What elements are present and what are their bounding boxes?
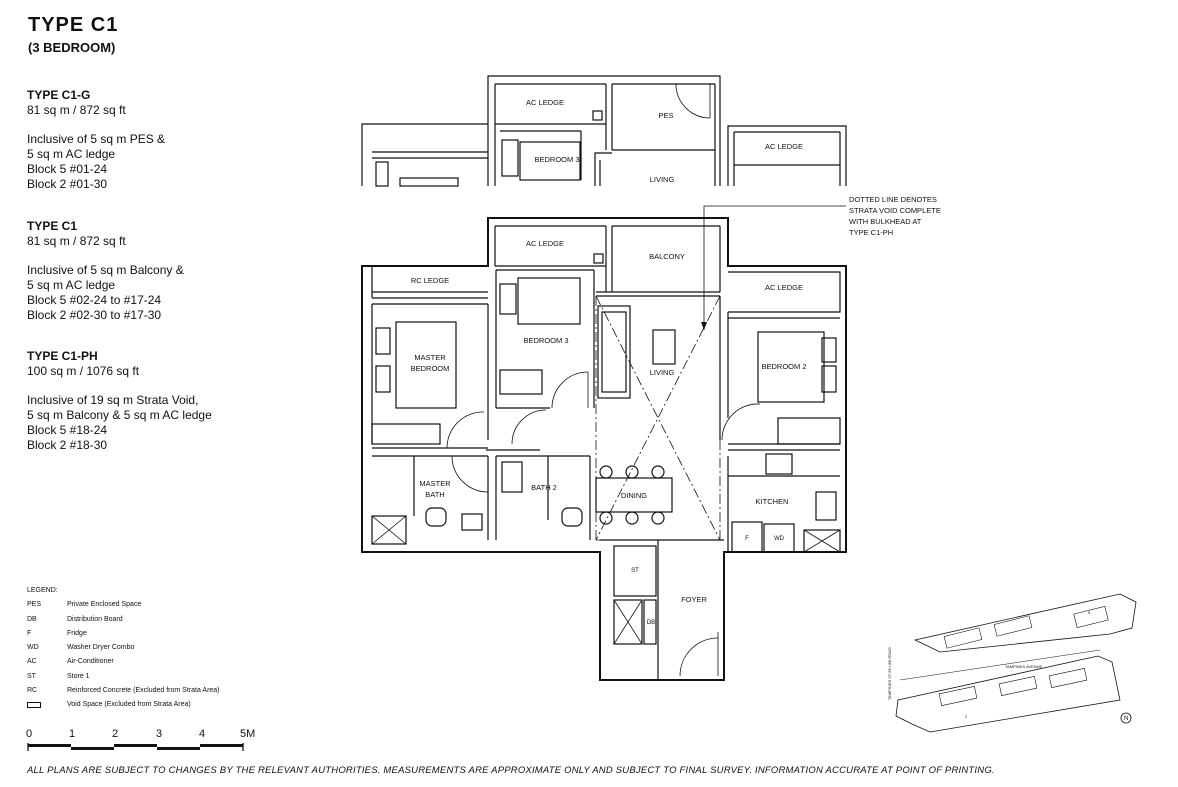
type-detail: Inclusive of 5 sq m Balcony & — [27, 263, 184, 277]
scale-label: 3 — [156, 728, 163, 740]
room-label: FOYER — [681, 595, 707, 604]
type-c1-info: TYPE C1 81 sq m / 872 sq ft Inclusive of… — [27, 219, 287, 323]
room-label: AC LEDGE — [526, 98, 564, 107]
legend-desc: Fridge — [67, 629, 87, 637]
legend-key: RC — [27, 687, 38, 695]
legend-desc: Void Space (Excluded from Strata Area) — [67, 701, 191, 709]
legend-key: F — [27, 629, 32, 637]
scale-bar: 0 1 2 3 4 5M — [24, 728, 274, 758]
block-label: 2 — [965, 714, 968, 719]
room-label: MASTER — [414, 353, 446, 362]
room-label: LIVING — [650, 368, 675, 377]
legend-row: PES Private Enclosed Space — [27, 598, 220, 612]
room-label: KITCHEN — [756, 497, 789, 506]
room-label: AC LEDGE — [526, 239, 564, 248]
room-label: MASTER — [419, 479, 451, 488]
legend-desc: Distribution Board — [67, 615, 123, 623]
legend-key: PES — [27, 601, 42, 609]
legend-row: DB Distribution Board — [27, 613, 220, 627]
strata-void-note: DOTTED LINE DENOTES STRATA VOID COMPLETE… — [849, 194, 941, 238]
scale-label: 4 — [199, 728, 206, 740]
room-label: AC LEDGE — [765, 283, 803, 292]
type-detail: Block 5 #02-24 to #17-24 — [27, 293, 162, 307]
room-label: BEDROOM — [411, 364, 450, 373]
room-label: ST — [631, 568, 639, 574]
note-line: TYPE C1-PH — [849, 228, 894, 237]
room-label: DINING — [621, 491, 647, 500]
type-area: 81 sq m / 872 sq ft — [27, 103, 126, 117]
site-key-plan — [895, 593, 1137, 733]
legend-desc: Reinforced Concrete (Excluded from Strat… — [67, 687, 220, 695]
scale-label: 5M — [240, 728, 256, 740]
legend-row: F Fridge — [27, 627, 220, 641]
legend-row: WD Washer Dryer Combo — [27, 641, 220, 655]
north-label: N — [1124, 716, 1128, 722]
type-c1-ph-info: TYPE C1-PH 100 sq m / 1076 sq ft Inclusi… — [27, 349, 287, 453]
room-label: DB — [647, 620, 655, 626]
note-leader-line — [703, 205, 846, 330]
legend: LEGEND: PES Private Enclosed Space DB Dist… — [27, 584, 220, 715]
room-label: BEDROOM 3 — [523, 336, 568, 345]
ground-floor-partial-plan — [361, 75, 847, 187]
room-label: WD — [774, 536, 785, 542]
room-label: RC LEDGE — [411, 276, 449, 285]
type-name: TYPE C1-G — [27, 88, 91, 102]
type-detail: 5 sq m AC ledge — [27, 278, 116, 292]
type-detail: Block 5 #01-24 — [27, 162, 108, 176]
north-arrow-icon — [1120, 712, 1132, 724]
room-label: BEDROOM 3 — [534, 155, 579, 164]
typical-floor-plan — [361, 217, 847, 681]
legend-key: DB — [27, 615, 37, 623]
type-detail: 5 sq m AC ledge — [27, 147, 116, 161]
note-line: STRATA VOID COMPLETE — [849, 206, 941, 215]
scale-label: 0 — [26, 728, 33, 740]
room-label: F — [745, 536, 749, 542]
type-detail: Block 2 #18-30 — [27, 438, 108, 452]
scale-label: 2 — [112, 728, 119, 740]
type-detail: Inclusive of 5 sq m PES & — [27, 132, 166, 146]
disclaimer: ALL PLANS ARE SUBJECT TO CHANGES BY THE … — [27, 765, 995, 776]
legend-desc: Air-Conditioner — [67, 658, 114, 666]
note-line: DOTTED LINE DENOTES — [849, 195, 937, 204]
legend-row: ST Store 1 — [27, 670, 220, 684]
legend-desc: Store 1 — [67, 672, 90, 680]
type-detail: Inclusive of 19 sq m Strata Void, — [27, 393, 199, 407]
note-line: WITH BULKHEAD AT — [849, 217, 922, 226]
legend-key: WD — [27, 644, 39, 652]
room-label: BEDROOM 2 — [761, 362, 806, 371]
page-title: TYPE C1 — [28, 14, 119, 36]
room-label: LIVING — [650, 175, 675, 184]
room-label: AC LEDGE — [765, 142, 803, 151]
scale-bar-graphic — [27, 743, 244, 751]
road-label: TAMPINES ST 86 / 8B ROAD — [887, 647, 892, 700]
legend-desc: Washer Dryer Combo — [67, 644, 135, 652]
legend-desc: Private Enclosed Space — [67, 601, 142, 609]
block-label: 5 — [1088, 610, 1091, 615]
legend-row: RC Reinforced Concrete (Excluded from Str… — [27, 684, 220, 698]
room-label: PES — [658, 111, 673, 120]
type-area: 81 sq m / 872 sq ft — [27, 234, 126, 248]
room-label: BATH 2 — [531, 483, 557, 492]
type-detail: Block 2 #01-30 — [27, 177, 108, 191]
type-name: TYPE C1 — [27, 219, 78, 233]
type-detail: Block 5 #18-24 — [27, 423, 108, 437]
legend-row: AC Air-Conditioner — [27, 655, 220, 669]
legend-key: ST — [27, 672, 36, 680]
type-name: TYPE C1-PH — [27, 349, 98, 363]
void-space-icon — [27, 702, 41, 709]
page-subtitle: (3 BEDROOM) — [28, 40, 116, 55]
type-detail: 5 sq m Balcony & 5 sq m AC ledge — [27, 408, 212, 422]
room-label: BALCONY — [649, 252, 685, 261]
type-detail: Block 2 #02-30 to #17-30 — [27, 308, 162, 322]
scale-label: 1 — [69, 728, 76, 740]
legend-title: LEGEND: — [27, 587, 58, 594]
room-label: BATH — [425, 490, 444, 499]
legend-key: AC — [27, 658, 37, 666]
strata-void-outline — [595, 295, 721, 541]
legend-row: Void Space (Excluded from Strata Area) — [27, 698, 220, 714]
type-area: 100 sq m / 1076 sq ft — [27, 364, 140, 378]
road-label: TAMPINES AVENUE — [1005, 664, 1043, 669]
type-c1-g-info: TYPE C1-G 81 sq m / 872 sq ft Inclusive … — [27, 88, 287, 192]
